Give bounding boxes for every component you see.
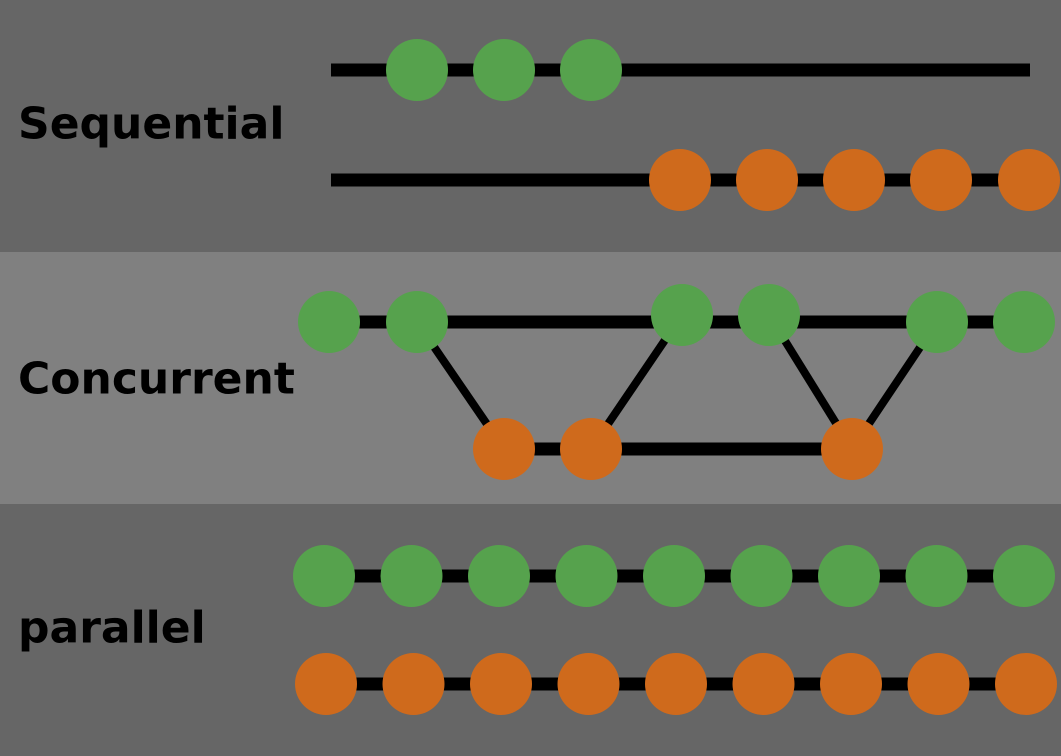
parallel-task-a-node-3: [468, 545, 530, 607]
sequential-task-a-node-1: [386, 39, 448, 101]
concurrent-task-b-node-3: [821, 418, 883, 480]
sequential-task-a-node-3: [560, 39, 622, 101]
concurrent-task-a-node-1: [298, 291, 360, 353]
parallel-task-b-node-3: [470, 653, 532, 715]
parallel-task-b-node-7: [820, 653, 882, 715]
parallel-task-b-node-6: [732, 653, 795, 715]
concurrent-label: Concurrent: [18, 353, 295, 405]
parallel-task-a-node-1: [293, 545, 355, 607]
parallel-task-a-node-2: [380, 545, 443, 607]
concurrent-task-a-node-2: [386, 291, 448, 353]
sequential-task-b-node-2: [736, 149, 798, 211]
parallel-task-a-node-5: [643, 545, 705, 607]
concurrent-task-a-node-4: [738, 284, 800, 346]
parallel-task-b-node-1: [295, 653, 357, 715]
sequential-label: Sequential: [18, 98, 285, 150]
sequential-task-a-node-2: [473, 39, 535, 101]
parallel-task-b-node-4: [557, 653, 620, 715]
concurrent-task-a-node-5: [906, 291, 968, 353]
concurrent-task-a-node-3: [651, 284, 713, 346]
parallel-band: [0, 504, 1061, 756]
parallel-task-b-node-5: [645, 653, 707, 715]
concurrent-task-b-node-2: [560, 418, 622, 480]
parallel-task-a-node-7: [818, 545, 880, 607]
parallel-task-b-node-9: [995, 653, 1057, 715]
sequential-task-b-node-5: [998, 149, 1060, 211]
sequential-task-b-node-4: [910, 149, 972, 211]
parallel-task-b-node-2: [382, 653, 445, 715]
sequential-task-b-node-3: [823, 149, 885, 211]
concurrent-task-b-node-1: [473, 418, 535, 480]
parallel-task-a-node-8: [905, 545, 968, 607]
sequential-band: [0, 0, 1061, 252]
parallel-task-a-node-6: [730, 545, 793, 607]
parallel-label: parallel: [18, 602, 206, 654]
parallel-task-a-node-4: [555, 545, 618, 607]
concurrent-task-a-node-6: [993, 291, 1055, 353]
sequential-task-b-node-1: [649, 149, 711, 211]
parallel-task-a-node-9: [993, 545, 1055, 607]
parallel-task-b-node-8: [907, 653, 970, 715]
